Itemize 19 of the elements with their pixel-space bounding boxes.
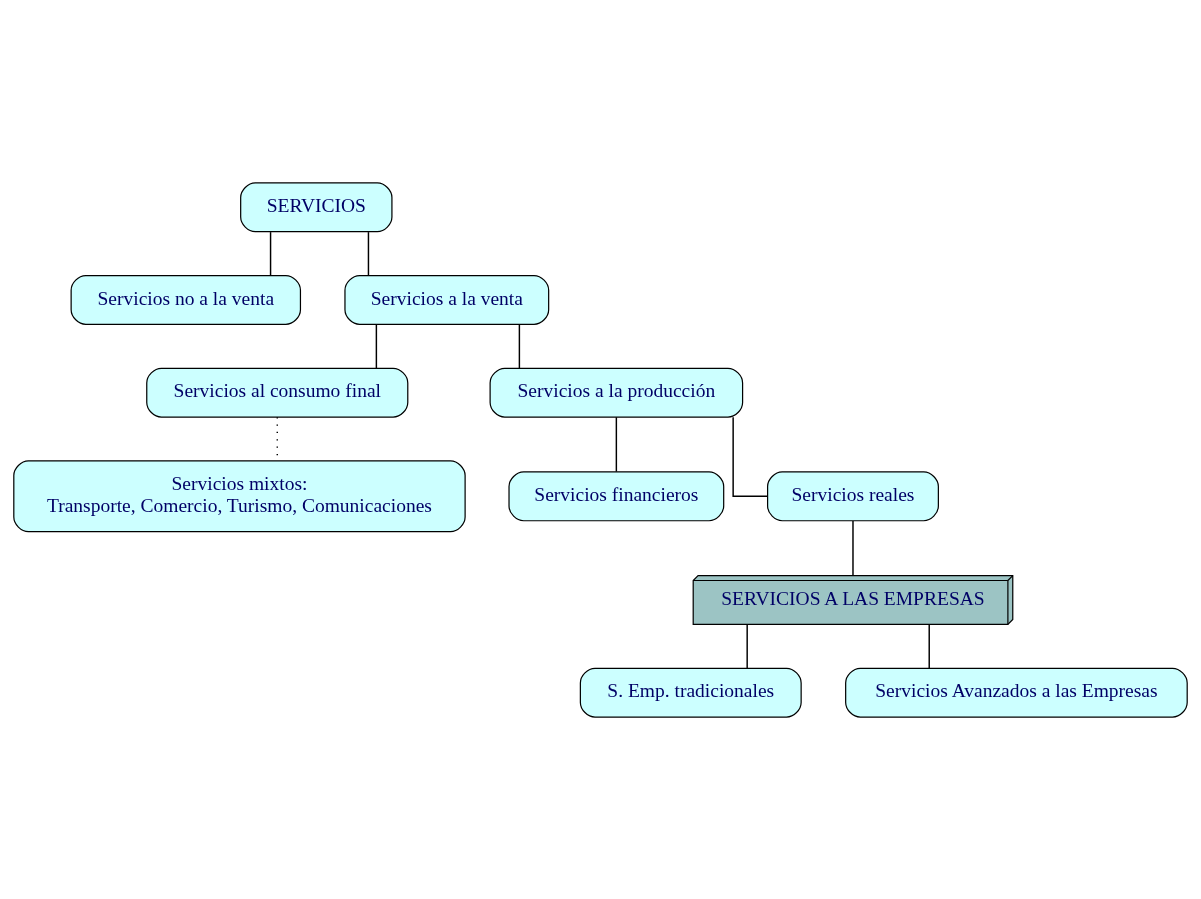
node-box: S. Emp. tradicionales bbox=[579, 667, 802, 718]
node-box: SERVICIOS bbox=[240, 181, 393, 232]
connector bbox=[269, 230, 272, 276]
connector bbox=[852, 519, 854, 576]
node-box: Servicios financieros bbox=[508, 470, 725, 521]
node-box: Servicios al consumo final bbox=[146, 367, 409, 418]
node-box: Servicios reales bbox=[767, 470, 939, 521]
node-box: Servicios mixtos: Transporte, Comercio, Turismo, Comunicaciones bbox=[13, 459, 466, 532]
node-box: Servicios no a la venta bbox=[70, 274, 302, 325]
connector bbox=[615, 416, 618, 472]
connector bbox=[518, 323, 521, 369]
connector bbox=[746, 623, 748, 669]
connector bbox=[367, 230, 370, 276]
connector bbox=[928, 623, 930, 669]
node-box: Servicios a la producción bbox=[489, 367, 744, 418]
connector bbox=[375, 323, 378, 369]
node-box: Servicios a la venta bbox=[344, 274, 550, 325]
connector bbox=[732, 416, 769, 497]
node-box: Servicios Avanzados a las Empresas bbox=[845, 667, 1188, 718]
